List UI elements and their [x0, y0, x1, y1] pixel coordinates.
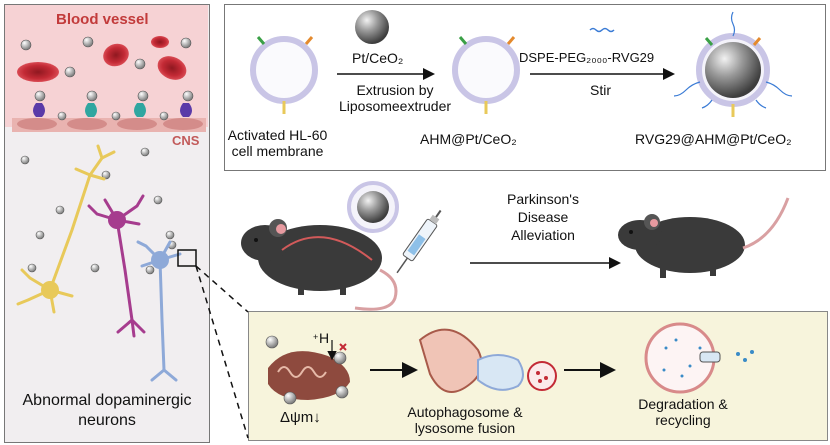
syringe-icon	[396, 209, 442, 274]
membrane-label-line1: Activated HL-60	[227, 127, 328, 143]
membrane-potential-label: Δψm↓	[280, 409, 321, 426]
degradation-label: Degradation & recycling	[628, 396, 738, 428]
fusion-line1: Autophagosome &	[407, 404, 523, 420]
step1-line2: Liposomeextruder	[338, 98, 452, 114]
membrane-label-line2: cell membrane	[231, 143, 324, 159]
fusion-label: Autophagosome & lysosome fusion	[400, 404, 530, 436]
sick-mouse-icon	[241, 219, 398, 311]
cns-label: CNS	[172, 133, 200, 148]
effect-line1: Parkinson's	[507, 191, 579, 207]
left-caption-line2: neurons	[78, 412, 136, 429]
membrane-label: Activated HL-60 cell membrane	[225, 127, 330, 159]
peg-label: DSPE-PEG₂₀₀₀-RVG29	[519, 50, 655, 65]
effect-line2: Disease	[517, 209, 569, 225]
step1-line1: Extrusion by	[356, 82, 434, 98]
fusion-line2: lysosome fusion	[414, 420, 516, 436]
step1-label: Extrusion by Liposomeextruder	[330, 82, 460, 114]
nanoparticle-label: Pt/CeO₂	[352, 50, 404, 66]
ahm-label: AHM@Pt/CeO₂	[420, 131, 517, 147]
degradation-line1: Degradation &	[638, 396, 728, 412]
effect-line3: Alleviation	[511, 227, 575, 243]
final-label: RVG29@AHM@Pt/CeO₂	[635, 131, 792, 147]
degradation-line2: recycling	[655, 412, 711, 428]
proton-sign: +	[313, 332, 319, 342]
mechanism-panel	[248, 311, 828, 441]
injection-nanoparticle-icon	[347, 181, 399, 233]
blood-vessel-label: Blood vessel	[56, 11, 149, 28]
left-caption-line1: Abnormal dopaminergic	[22, 392, 192, 409]
left-caption: Abnormal dopaminergic neurons	[10, 391, 204, 431]
effect-label: Parkinson's Disease Alleviation	[483, 190, 603, 244]
stir-label: Stir	[590, 82, 611, 98]
proton-label: H	[319, 330, 330, 346]
healthy-mouse-icon	[618, 197, 790, 278]
